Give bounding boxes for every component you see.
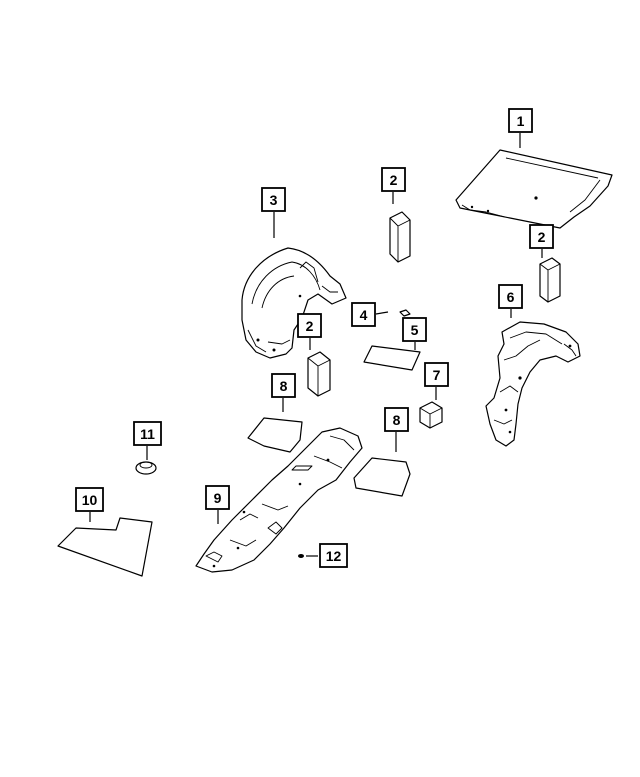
callout-2-right: 2 [529,224,554,249]
part-10-mat [57,517,153,577]
callout-10: 10 [75,487,104,512]
callout-5-label: 5 [411,322,419,338]
callout-1: 1 [508,108,533,133]
part-8-insulator-pad-left [247,417,303,453]
callout-9: 9 [205,485,230,510]
callout-7-label: 7 [433,367,441,383]
part-2-foam-block-upper [389,211,411,263]
callout-6-label: 6 [507,289,515,305]
callout-5: 5 [402,317,427,342]
callout-2-upper-label: 2 [390,172,398,188]
part-12-fastener [298,554,304,558]
callout-3: 3 [261,187,286,212]
callout-3-label: 3 [270,192,278,208]
part-9-underbody-shield [195,427,363,573]
callout-4: 4 [351,302,376,327]
part-5-pad [363,345,421,371]
callout-10-label: 10 [82,492,98,508]
part-7-foam-cube [419,401,443,429]
callout-6: 6 [498,284,523,309]
part-4-clip [399,309,411,317]
callout-8-left-label: 8 [280,378,288,394]
callout-1-label: 1 [517,113,525,129]
callout-12: 12 [319,543,348,568]
callout-8-left: 8 [271,373,296,398]
callout-12-label: 12 [326,548,342,564]
part-11-plug [135,461,157,475]
callout-4-label: 4 [360,307,368,323]
callout-11-label: 11 [140,426,155,442]
callout-2-left-label: 2 [306,318,314,334]
callout-2-upper: 2 [381,167,406,192]
callout-2-right-label: 2 [538,229,546,245]
part-2-foam-block-left [307,351,331,397]
leader-lines [89,133,543,557]
callout-7: 7 [424,362,449,387]
callout-9-label: 9 [214,490,222,506]
callout-8-right: 8 [384,407,409,432]
part-2-foam-block-right [539,257,561,303]
callout-2-left: 2 [297,313,322,338]
part-3-wheelhouse-liner-left [241,247,347,359]
part-1-cargo-panel [455,149,613,229]
callout-11: 11 [133,421,162,446]
callout-8-right-label: 8 [393,412,401,428]
part-8-insulator-pad-right [353,457,411,497]
part-6-wheelhouse-liner-right [485,321,581,447]
